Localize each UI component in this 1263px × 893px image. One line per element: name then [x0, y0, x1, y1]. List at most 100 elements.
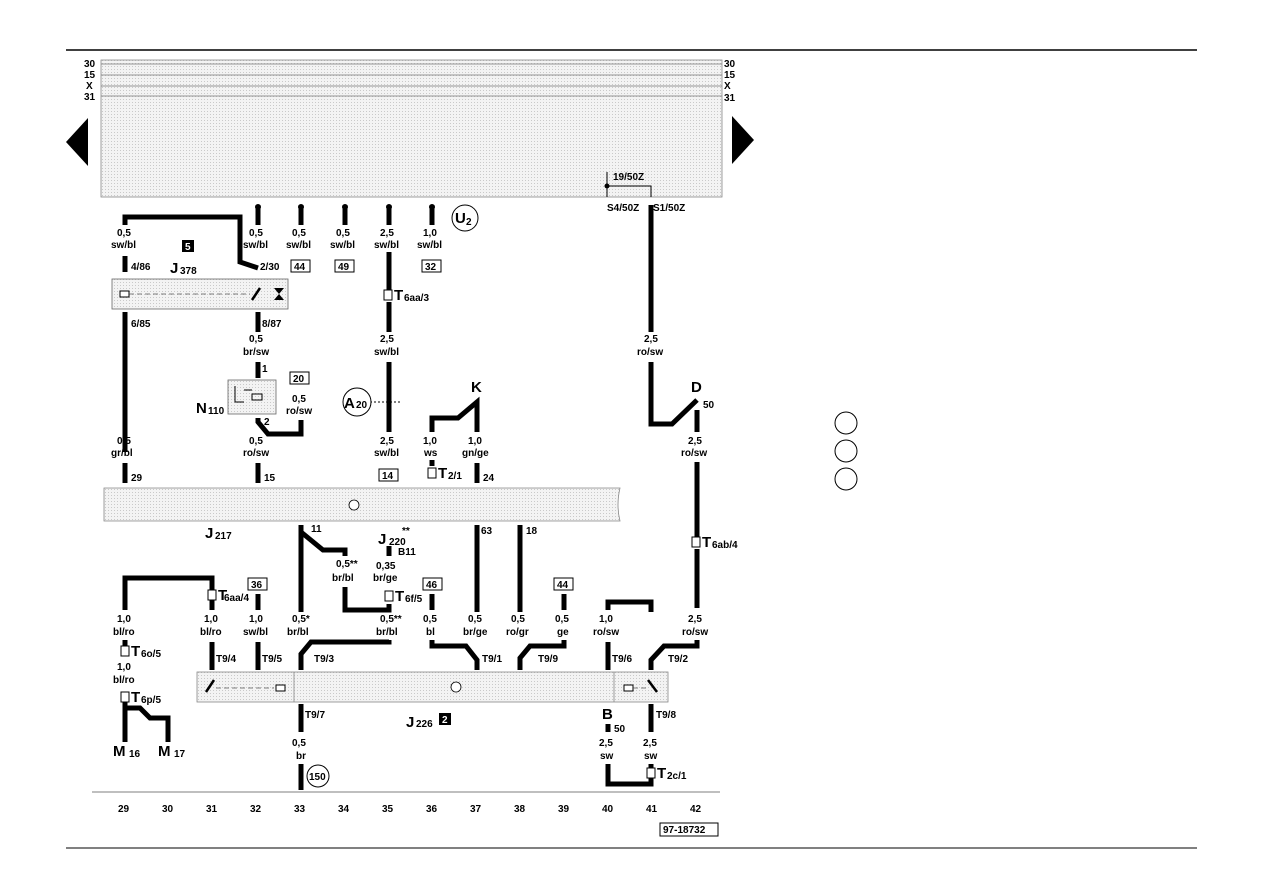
pin-t9-8: T9/8	[656, 710, 676, 721]
pin-15: 15	[264, 473, 276, 484]
label-col29-low-color: gr/bl	[111, 448, 133, 459]
wire-col38-t9-9	[517, 640, 567, 670]
previous-page-arrow[interactable]	[66, 118, 88, 166]
label-col34-j220-color: br/bl	[332, 573, 354, 584]
pin-4-86: 4/86	[131, 262, 151, 273]
connector-t6f5-label: T	[395, 588, 404, 605]
pin-6-85: 6/85	[131, 319, 151, 330]
ref-box-44a	[290, 259, 311, 273]
label-col41-top-size: 2,5	[644, 334, 658, 345]
wire-col40-to-col41	[605, 599, 654, 612]
label-col32-mid-size: 0,5	[249, 334, 263, 345]
label-col33-color: sw/bl	[286, 240, 311, 251]
rail-right-30: 30	[724, 59, 736, 70]
ref-box-32	[421, 259, 442, 273]
label-col37-k-size: 1,0	[468, 436, 482, 447]
pin-t9-4: T9/4	[216, 654, 236, 665]
ref-44b: 44	[557, 580, 569, 591]
terminal-19-50z-dot	[604, 183, 610, 189]
wire-n110-out	[255, 418, 304, 437]
component-k-label: K	[471, 379, 482, 396]
next-page-arrow[interactable]	[732, 116, 754, 164]
pin-11: 11	[311, 524, 322, 535]
wire-col33-stub	[298, 204, 304, 210]
component-a20-sub: 20	[356, 400, 368, 411]
ref-44a: 44	[294, 262, 306, 273]
legend-circle-3	[834, 467, 858, 491]
pin-t9-2: T9/2	[668, 654, 688, 665]
ref-14: 14	[382, 471, 394, 482]
connector-t6ab4-label: T	[702, 534, 711, 551]
control-unit-j226	[196, 671, 669, 703]
label-col29-color: sw/bl	[111, 240, 136, 251]
pin-8-87: 8/87	[262, 319, 282, 330]
pin-1: 1	[262, 364, 268, 375]
pin-t9-7: T9/7	[305, 710, 325, 721]
label-col36-color: sw/bl	[417, 240, 442, 251]
wire-col33-t9-3	[298, 639, 392, 670]
wire-col29-to-col31	[122, 575, 215, 610]
ref-box-36	[247, 577, 268, 591]
wire-k-loop	[429, 396, 480, 432]
label-col32-color: sw/bl	[243, 240, 268, 251]
connector-t6ab4-icon	[691, 536, 701, 548]
connector-t6aa4-label: T	[218, 587, 227, 604]
component-j226-sub: 226	[416, 719, 433, 730]
ref-36: 36	[251, 580, 263, 591]
relay-j378-coil	[119, 290, 130, 298]
component-j378-sub: 378	[180, 266, 197, 277]
label-col29-size: 0,5	[117, 228, 131, 239]
j226-left-coil	[275, 684, 286, 692]
label-col40-out-size: 2,5	[599, 738, 613, 749]
connector-t6o5-label: T	[131, 643, 140, 660]
component-j220-code: B11	[398, 547, 416, 558]
component-j226-label: J	[406, 714, 414, 731]
component-d-label: D	[691, 379, 702, 396]
label-col33-out-size: 0,5	[292, 738, 306, 749]
column-34: 34	[338, 804, 350, 815]
component-n110-symbol	[234, 386, 263, 403]
connector-t6o5-sub: 6o/5	[141, 649, 161, 660]
pin-50-b: 50	[614, 724, 626, 735]
pin-24: 24	[483, 473, 495, 484]
label-col40-bot-color: ro/sw	[593, 627, 619, 638]
component-m17-sub: 17	[174, 749, 186, 760]
column-30: 30	[162, 804, 174, 815]
connector-t6p5-label: T	[131, 689, 140, 706]
pin-18: 18	[526, 526, 538, 537]
label-col29-bot2-size: 1,0	[117, 662, 131, 673]
ref-46: 46	[426, 580, 438, 591]
pin-2: 2	[264, 417, 270, 428]
label-col42-mid-color: ro/sw	[681, 448, 707, 459]
connector-t2c1-icon	[646, 767, 656, 779]
pin-t9-1: T9/1	[482, 654, 502, 665]
connector-t6aa3-label: T	[394, 287, 403, 304]
wire-col35-stub	[386, 204, 392, 210]
label-col41-out-size: 2,5	[643, 738, 657, 749]
label-col35-mid-color: sw/bl	[374, 347, 399, 358]
ref-150-circle	[306, 764, 330, 788]
connector-t2c1-label: T	[657, 765, 666, 782]
rail-left-30: 30	[84, 59, 96, 70]
label-col40-bot-size: 1,0	[599, 614, 613, 625]
j217-clock-icon	[348, 499, 360, 511]
pin-63: 63	[481, 526, 493, 537]
pin-t9-3: T9/3	[314, 654, 334, 665]
label-col31-bot-color: bl/ro	[200, 627, 222, 638]
label-col35-low-size: 2,5	[380, 436, 394, 447]
relay-j378-diode-icon	[274, 288, 284, 300]
ref-49: 49	[338, 262, 350, 273]
legend-circle-1	[834, 411, 858, 435]
ref-box-49	[334, 259, 355, 273]
pin-29: 29	[131, 473, 143, 484]
label-col33-mid-color: ro/sw	[286, 406, 312, 417]
component-b-label: B	[602, 706, 613, 723]
label-col36-size: 1,0	[423, 228, 437, 239]
rail-left-x: X	[86, 81, 93, 92]
wire-col29-to-j378	[122, 214, 259, 271]
wire-col36-stub	[429, 204, 435, 210]
connector-t6aa3-icon	[383, 289, 393, 301]
label-col32-low-color: ro/sw	[243, 448, 269, 459]
rail-right-31: 31	[724, 93, 736, 104]
